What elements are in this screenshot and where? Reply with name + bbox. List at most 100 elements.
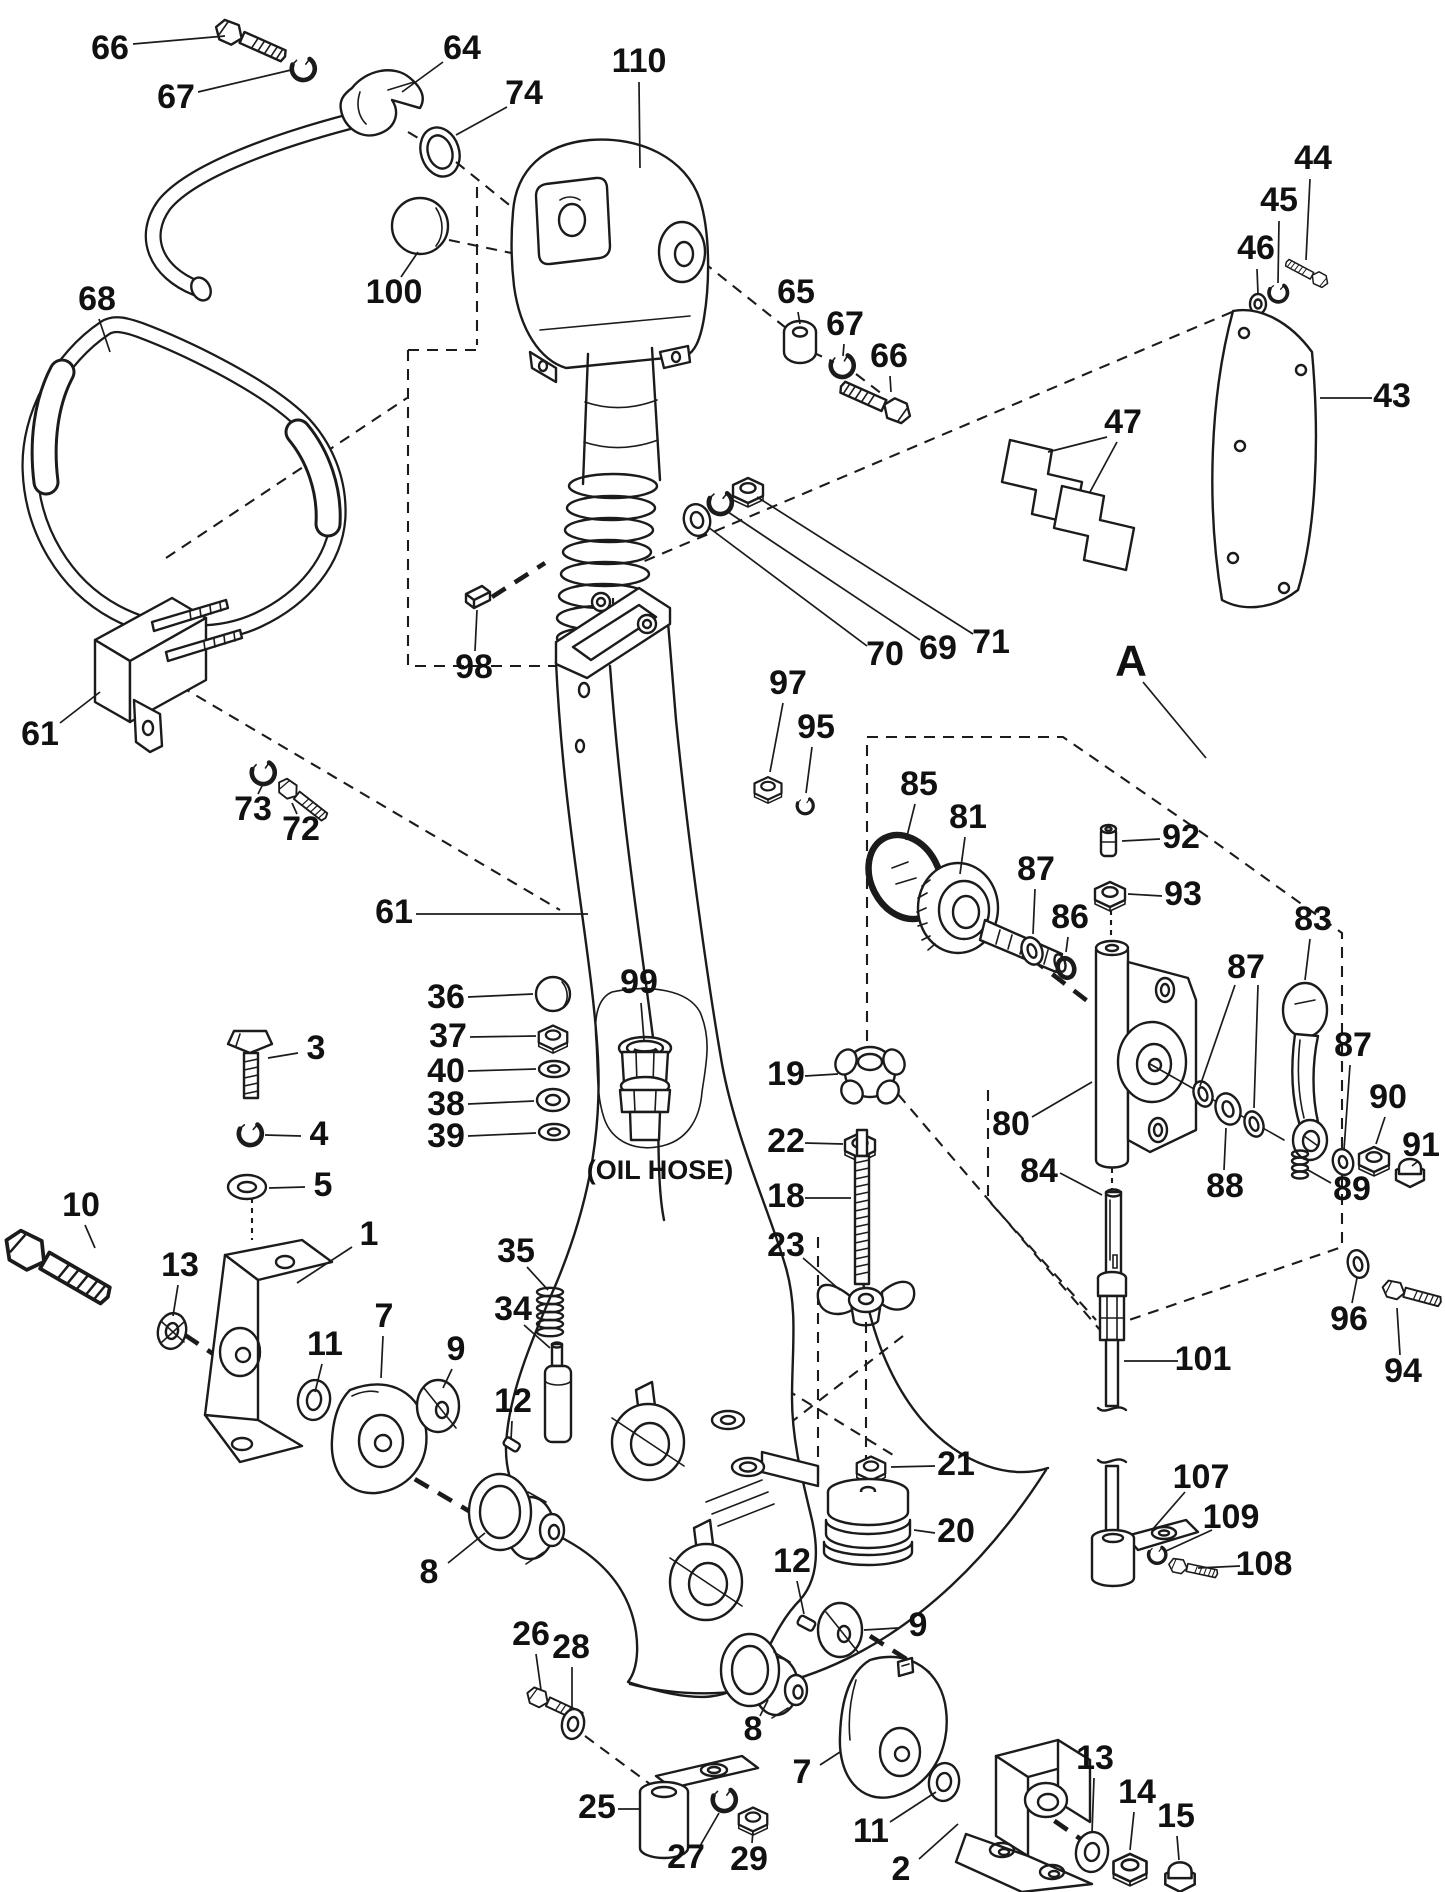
part-label-94: 94: [1384, 1352, 1422, 1390]
part-label-9: 9: [447, 1330, 466, 1368]
nut-93: [1093, 880, 1127, 913]
ball-cap-100: [390, 196, 450, 256]
part-label-89: 89: [1333, 1170, 1371, 1208]
leader-66: [132, 35, 226, 45]
washer-96: [1346, 1249, 1370, 1279]
leader-44: [1305, 178, 1311, 261]
spring-89: [1290, 1149, 1310, 1180]
valve-pin-34: [543, 1341, 573, 1444]
washer-set-88: [1149, 1063, 1285, 1141]
leader-19: [804, 1073, 839, 1077]
part-label-80: 80: [992, 1105, 1030, 1143]
leader-92: [1121, 838, 1161, 842]
part-label-86: 86: [1051, 898, 1089, 936]
connecting-rod-83: [1281, 981, 1329, 1162]
part-label-45: 45: [1260, 181, 1298, 219]
leader-8: [447, 1532, 486, 1564]
part-label-36: 36: [427, 978, 465, 1016]
washer-39: [537, 1122, 571, 1142]
leader-98: [474, 609, 478, 652]
leader-47: [1047, 436, 1108, 453]
leader-21: [890, 1465, 936, 1468]
part-label-28: 28: [552, 1628, 590, 1666]
leader-7: [819, 1751, 841, 1766]
part-label-23: 23: [767, 1226, 805, 1264]
leader-39: [467, 1132, 537, 1137]
leader-91: [1411, 1161, 1418, 1167]
leader-97: [769, 702, 784, 773]
nut-29: [737, 1806, 769, 1837]
part-label-107: 107: [1173, 1458, 1230, 1496]
leader-26: [535, 1653, 542, 1691]
leader-83: [1304, 938, 1311, 981]
leader-11: [314, 1363, 323, 1393]
part-label-93: 93: [1164, 875, 1202, 913]
ring-38: [535, 1087, 571, 1113]
part-label-29: 29: [730, 1840, 768, 1878]
washer-13-right: [1074, 1830, 1110, 1874]
part-label-67: 67: [826, 305, 864, 343]
curved-plate-43: [1211, 308, 1318, 609]
part-label-84: 84: [1020, 1152, 1058, 1190]
part-label-34: 34: [494, 1290, 532, 1328]
ball-36: [534, 975, 572, 1013]
leader-86: [1065, 936, 1069, 953]
part-label-69: 69: [919, 629, 957, 667]
part-label-37: 37: [429, 1017, 467, 1055]
o-ring-74-inner: [426, 134, 454, 170]
leader-65: [797, 311, 801, 325]
leader-10: [84, 1224, 96, 1249]
part-label-108: 108: [1236, 1545, 1293, 1583]
part-label-13: 13: [161, 1246, 199, 1284]
leader-7: [380, 1335, 384, 1379]
part-label-91: 91: [1402, 1126, 1440, 1164]
washer-11-right: [927, 1761, 961, 1803]
key-98: [464, 584, 492, 610]
leader-87: [1032, 888, 1036, 935]
leader-23: [802, 1257, 841, 1291]
part-label-74: 74: [505, 74, 543, 112]
cover-7-right: [838, 1655, 948, 1799]
pipe-clamp-107: [1090, 1518, 1200, 1588]
leader-2: [918, 1823, 959, 1860]
leader-69: [727, 511, 921, 641]
leader-27: [699, 1812, 720, 1847]
part-label-85: 85: [900, 765, 938, 803]
part-label-35: 35: [497, 1232, 535, 1270]
leader-66: [889, 375, 892, 393]
assembly-label-a: A: [1115, 637, 1147, 686]
leader-71: [756, 496, 974, 635]
part-label-13: 13: [1076, 1739, 1114, 1777]
leader-61: [59, 691, 101, 724]
spring-plates-47: [1000, 438, 1136, 572]
washer-40: [537, 1059, 571, 1079]
leader-36: [467, 993, 534, 998]
pin-12-left: [502, 1436, 521, 1453]
part-label-26: 26: [512, 1615, 550, 1653]
leader-34: [523, 1324, 551, 1349]
leader-110: [638, 81, 641, 169]
leader-1: [296, 1246, 353, 1284]
part-label-88: 88: [1206, 1167, 1244, 1205]
leader-99: [640, 1002, 645, 1041]
bolt-10: [0, 1223, 118, 1314]
leader-87: [1343, 1064, 1351, 1151]
oil-hose-fitting-99: [594, 987, 708, 1149]
leader-109: [1165, 1529, 1213, 1552]
leader-90: [1375, 1116, 1386, 1145]
part-label-98: 98: [455, 648, 493, 686]
washer-70: [682, 502, 712, 538]
leader-72: [291, 802, 298, 815]
leader-38: [467, 1100, 535, 1105]
part-label-99: 99: [620, 963, 658, 1001]
leader-68: [98, 318, 111, 353]
washer-28: [560, 1707, 586, 1741]
handle-clamp-61: [93, 596, 244, 754]
part-label-8: 8: [420, 1553, 439, 1591]
disc-9-left: [415, 1378, 461, 1434]
bracket-1: [203, 1238, 334, 1464]
leader-13: [1091, 1777, 1095, 1834]
part-label-1: 1: [360, 1215, 379, 1253]
part-label-97: 97: [769, 664, 807, 702]
part-label-15: 15: [1157, 1797, 1195, 1835]
